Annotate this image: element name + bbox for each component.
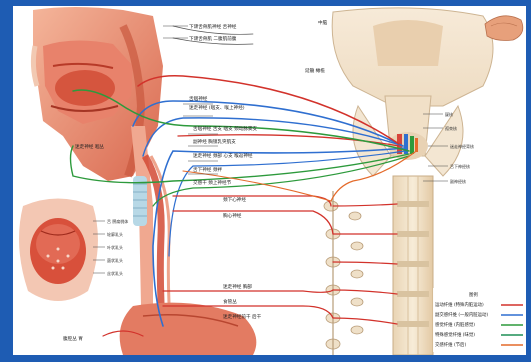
legend-text: 副交感纤维 (一般内脏运动) bbox=[435, 311, 488, 318]
label-right-3: 迷走神经背核 bbox=[450, 143, 474, 149]
legend-text: 交感纤维 (节后) bbox=[435, 341, 466, 348]
nerve-illustration: 下颌舌骨肌神经 舌神经 下颌舌骨肌 二腹肌前腹 中脑 延髓 橄榄 舌咽神经 迷走… bbox=[13, 6, 526, 355]
label-n6: 舌下神经 颈袢 bbox=[193, 166, 222, 173]
label-brain-top: 中脑 bbox=[318, 19, 328, 26]
label-mid-1: 颈下心神经 bbox=[223, 196, 246, 203]
label-thoracic-3: 迷走神经前干 后干 bbox=[223, 313, 262, 320]
label-n2: 迷走神经 (咽支、喉上神经) bbox=[189, 104, 245, 111]
label-n7: 交感干 颈上神经节 bbox=[193, 179, 232, 186]
legend-text: 特殊感觉纤维 (味觉) bbox=[435, 331, 475, 338]
label-n3: 舌咽神经 舌支 咽支 颈动脉窦支 bbox=[193, 125, 258, 132]
legend: 图例 运动纤维 (特殊内脏运动) 副交感纤维 (一般内脏运动) 感觉纤维 (内脏… bbox=[433, 288, 523, 352]
label-n4: 副神经 胸锁乳突肌支 bbox=[193, 138, 236, 145]
label-brain-mid: 延髓 橄榄 bbox=[305, 67, 325, 74]
slide: 下颌舌骨肌神经 舌神经 下颌舌骨肌 二腹肌前腹 中脑 延髓 橄榄 舌咽神经 迷走… bbox=[13, 6, 526, 355]
label-n5: 迷走神经 颈部 心支 喉返神经 bbox=[193, 152, 253, 159]
label-tongue-4: 菌状乳头 bbox=[107, 257, 123, 263]
label-left-1: 迷走神经 咽丛 bbox=[75, 143, 104, 150]
label-right-4: 舌下神经核 bbox=[450, 163, 470, 169]
label-n1: 舌咽神经 bbox=[189, 95, 208, 102]
stomach bbox=[120, 303, 257, 355]
label-right-1: 疑核 bbox=[445, 111, 453, 117]
label-top-left-1: 下颌舌骨肌神经 舌神经 bbox=[189, 23, 237, 30]
label-right-2: 孤束核 bbox=[445, 125, 457, 131]
tongue-inset bbox=[19, 199, 98, 302]
label-thoracic-1: 迷走神经 胸部 bbox=[223, 283, 252, 290]
brain-thumbnail bbox=[485, 16, 523, 41]
spinal-cord bbox=[393, 176, 433, 355]
legend-title: 图例 bbox=[469, 291, 478, 298]
label-tongue-2: 轮廓乳头 bbox=[107, 231, 123, 237]
label-tongue-3: 叶状乳头 bbox=[107, 244, 123, 250]
legend-text: 运动纤维 (特殊内脏运动) bbox=[435, 301, 484, 308]
label-bottom-left: 腹腔丛 胃 bbox=[63, 335, 83, 342]
label-tongue-1: 舌 腭扁桃体 bbox=[107, 218, 128, 224]
label-mid-2: 胸心神经 bbox=[223, 212, 242, 219]
sympathetic-chain bbox=[324, 191, 363, 355]
label-right-5: 副神经核 bbox=[450, 178, 466, 184]
legend-text: 感觉纤维 (内脏感觉) bbox=[435, 321, 475, 328]
label-tongue-5: 丝状乳头 bbox=[107, 270, 123, 276]
label-thoracic-2: 食管丛 bbox=[223, 298, 237, 305]
label-top-left-2: 下颌舌骨肌 二腹肌前腹 bbox=[189, 35, 237, 42]
